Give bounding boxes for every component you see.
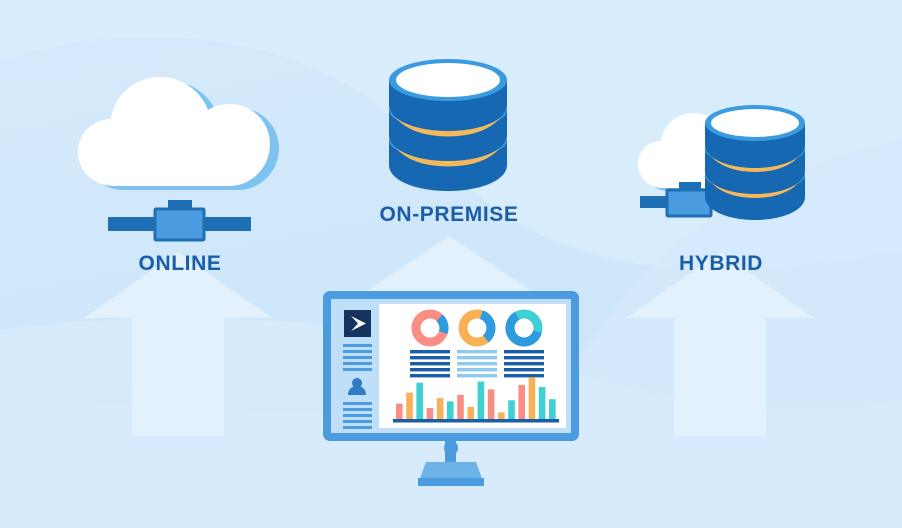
- donut-2-segment: [458, 309, 496, 347]
- connector-box-hybrid: [665, 188, 713, 218]
- bar-3: [416, 382, 423, 419]
- sidebar-text-lines-top: [343, 344, 372, 371]
- sidebar-text-lines-bottom: [343, 402, 372, 429]
- cloud-icon[interactable]: [78, 77, 279, 190]
- bar-2: [406, 392, 413, 419]
- bar-14: [528, 377, 536, 419]
- label-hybrid: HYBRID: [678, 252, 764, 275]
- donut-chart-2[interactable]: [458, 309, 496, 347]
- bar-9: [477, 381, 485, 419]
- bar-10: [487, 389, 495, 419]
- hybrid-db-top-surface: [711, 109, 799, 137]
- bar-chart[interactable]: [396, 377, 556, 419]
- bar-15: [538, 387, 546, 419]
- bar-8: [467, 406, 474, 419]
- bar-6: [447, 401, 454, 419]
- label-onpremise: ON-PREMISE: [379, 203, 519, 226]
- arrow-online: [84, 252, 272, 436]
- text-block-3: [504, 350, 544, 378]
- avatar-body: [348, 386, 366, 395]
- bar-11: [498, 412, 505, 419]
- text-block-1: [410, 350, 450, 378]
- label-online: ONLINE: [138, 252, 222, 275]
- cloud-body: [78, 77, 270, 186]
- donut-chart-3[interactable]: [505, 309, 543, 347]
- bar-1: [396, 403, 403, 419]
- user-avatar-icon[interactable]: [348, 378, 366, 395]
- bar-5: [436, 398, 444, 419]
- connector-stub-hybrid: [679, 182, 701, 192]
- connector-stub-online: [168, 200, 192, 211]
- bar-13: [518, 384, 525, 419]
- database-icon[interactable]: [389, 59, 507, 191]
- connector-box-online: [153, 207, 206, 242]
- cloud-database-icon[interactable]: [638, 105, 805, 220]
- bar-chart-baseline: [393, 419, 559, 423]
- bar-4: [426, 408, 434, 419]
- bar-16: [549, 399, 556, 419]
- logo-arrow-glyph: [351, 316, 366, 331]
- donut-chart-1[interactable]: [411, 309, 450, 348]
- monitor-power-dot[interactable]: [444, 441, 458, 455]
- dashboard-monitor[interactable]: [323, 291, 579, 486]
- arrow-hybrid: [626, 252, 814, 436]
- logo-arrow-notch: [351, 316, 358, 331]
- text-block-2: [457, 350, 497, 378]
- monitor-stand-foot: [418, 478, 484, 486]
- donut-3-segment: [505, 309, 543, 347]
- avatar-head: [352, 378, 362, 388]
- hybrid-connector-icon[interactable]: [640, 182, 724, 218]
- db-top-surface: [396, 63, 500, 97]
- bar-12: [508, 400, 515, 419]
- play-arrow-logo[interactable]: [344, 310, 371, 337]
- bar-7: [457, 394, 464, 419]
- online-connector-icon[interactable]: [108, 200, 251, 242]
